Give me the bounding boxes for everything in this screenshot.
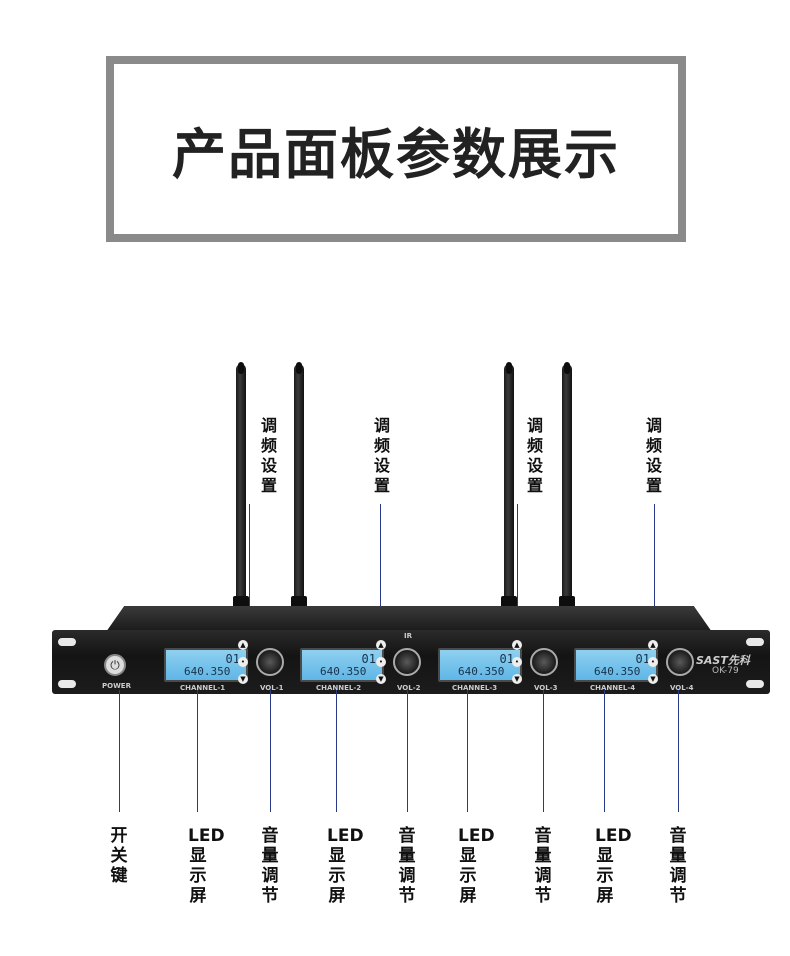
antenna-3: [501, 362, 517, 610]
up-button[interactable]: ▲: [648, 640, 658, 650]
set-button[interactable]: •: [648, 657, 658, 667]
freq-setting-label-3: 调频设置: [526, 416, 543, 495]
lcd-channel: 01: [225, 652, 240, 666]
model-label: OK-79: [712, 666, 739, 676]
volume-label-3: 音量调节: [534, 826, 552, 906]
volume-label-2: 音量调节: [398, 826, 416, 906]
antenna-4: [559, 362, 575, 610]
down-button[interactable]: ▼: [238, 674, 248, 684]
ir-label: IR: [404, 632, 412, 640]
led-display-label-3: LED显示屏: [458, 826, 495, 906]
lcd-frequency: 640.350: [458, 665, 505, 678]
leader-line: [654, 504, 655, 644]
vol-label-2: VOL-2: [397, 684, 421, 692]
freq-setting-label-4: 调频设置: [645, 416, 662, 495]
down-button[interactable]: ▼: [376, 674, 386, 684]
lcd-channel: 01: [499, 652, 514, 666]
lcd-frequency: 640.350: [594, 665, 641, 678]
leader-line: [270, 690, 271, 812]
leader-line: [467, 690, 468, 812]
lcd-channel: 01: [635, 652, 650, 666]
volume-label-4: 音量调节: [669, 826, 687, 906]
power-label: POWER: [102, 682, 131, 690]
antenna-2: [291, 362, 307, 610]
lcd-frequency: 640.350: [320, 665, 367, 678]
channel-label-2: CHANNEL-2: [316, 684, 362, 692]
lcd-display-2: 01 640.350: [300, 648, 384, 682]
led-display-label-4: LED显示屏: [595, 826, 632, 906]
chassis-top: [106, 606, 712, 632]
led-display-label-1: LED显示屏: [188, 826, 225, 906]
rack-hole: [58, 638, 76, 646]
set-button[interactable]: •: [512, 657, 522, 667]
leader-line: [197, 690, 198, 812]
lcd-frequency: 640.350: [184, 665, 231, 678]
leader-line: [604, 690, 605, 812]
title-frame: 产品面板参数展示: [106, 56, 686, 242]
lcd-display-3: 01 640.350: [438, 648, 522, 682]
leader-line: [380, 504, 381, 644]
volume-knob-2[interactable]: [393, 648, 421, 676]
antenna-1: [233, 362, 249, 610]
set-button[interactable]: •: [376, 657, 386, 667]
leader-line: [517, 504, 518, 644]
up-button[interactable]: ▲: [376, 640, 386, 650]
freq-setting-label-1: 调频设置: [260, 416, 277, 495]
set-button[interactable]: •: [238, 657, 248, 667]
vol-label-1: VOL-1: [260, 684, 284, 692]
power-button[interactable]: ⏻: [104, 654, 126, 676]
leader-line: [543, 690, 544, 812]
volume-knob-3[interactable]: [530, 648, 558, 676]
leader-line: [249, 504, 250, 644]
channel-label-1: CHANNEL-1: [180, 684, 226, 692]
volume-knob-1[interactable]: [256, 648, 284, 676]
channel-label-4: CHANNEL-4: [590, 684, 636, 692]
leader-line: [336, 690, 337, 812]
lcd-display-1: 01 640.350: [164, 648, 248, 682]
power-key-label: 开关键: [110, 826, 128, 886]
leader-line: [407, 690, 408, 812]
up-button[interactable]: ▲: [238, 640, 248, 650]
volume-label-1: 音量调节: [261, 826, 279, 906]
leader-line: [678, 690, 679, 812]
vol-label-4: VOL-4: [670, 684, 694, 692]
freq-setting-label-2: 调频设置: [373, 416, 390, 495]
volume-knob-4[interactable]: [666, 648, 694, 676]
led-display-label-2: LED显示屏: [327, 826, 364, 906]
page-title: 产品面板参数展示: [172, 122, 620, 186]
rack-hole: [58, 680, 76, 688]
rack-hole: [746, 680, 764, 688]
up-button[interactable]: ▲: [512, 640, 522, 650]
down-button[interactable]: ▼: [648, 674, 658, 684]
lcd-display-4: 01 640.350: [574, 648, 658, 682]
leader-line: [119, 690, 120, 812]
rack-hole: [746, 638, 764, 646]
lcd-channel: 01: [361, 652, 376, 666]
channel-label-3: CHANNEL-3: [452, 684, 498, 692]
brand-logo: SAST先科: [696, 654, 750, 667]
down-button[interactable]: ▼: [512, 674, 522, 684]
vol-label-3: VOL-3: [534, 684, 558, 692]
